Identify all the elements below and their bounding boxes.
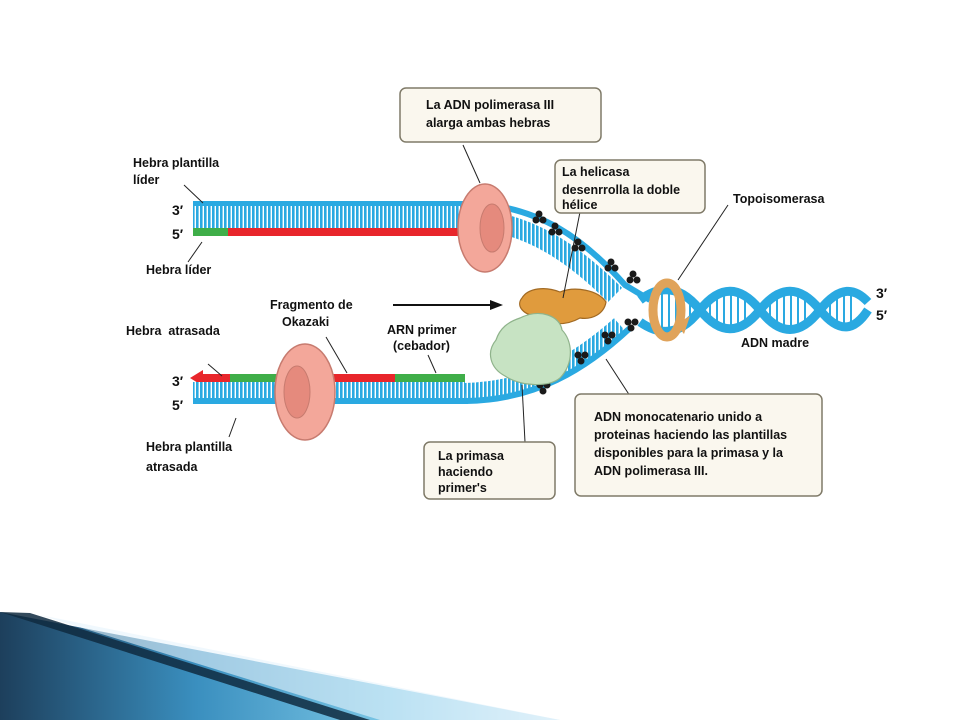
leading-new-strand <box>228 228 468 236</box>
svg-text:desenrrolla la doble: desenrrolla la doble <box>562 183 680 197</box>
svg-text:alarga ambas hebras: alarga ambas hebras <box>426 116 550 130</box>
leading-primer <box>193 228 228 236</box>
top-strand-5prime: 5′ <box>172 226 184 242</box>
top-strand-3prime: 3′ <box>172 202 184 218</box>
svg-text:líder: líder <box>133 173 160 187</box>
svg-text:proteinas haciendo las plantil: proteinas haciendo las plantillas <box>594 428 787 442</box>
svg-text:Fragmento de: Fragmento de <box>270 298 353 312</box>
right-arrow-icon <box>393 300 503 310</box>
hebra-plantilla-lider-label: Hebra plantilla líder <box>133 156 220 187</box>
svg-text:ADN polimerasa III.: ADN polimerasa III. <box>594 464 708 478</box>
hebra-lider-label: Hebra líder <box>146 263 211 277</box>
bottom-strand-3prime: 3′ <box>172 373 184 389</box>
dna-polymerase-top <box>457 183 513 273</box>
arn-primer-label: ARN primer (cebador) <box>387 323 457 353</box>
primase <box>489 313 571 386</box>
svg-text:haciendo: haciendo <box>438 465 493 479</box>
bottom-strand-5prime: 5′ <box>172 397 184 413</box>
polimerasa-callout-box <box>399 87 602 143</box>
hebra-plantilla-atrasada-label: Hebra plantilla atrasada <box>146 440 233 474</box>
helicasa-callout-box <box>554 159 706 214</box>
parent-strand-3prime: 3′ <box>876 285 888 301</box>
svg-text:Hebra plantilla: Hebra plantilla <box>146 440 233 454</box>
ssb-proteins <box>532 210 641 395</box>
monocatenario-callout-box <box>574 393 823 497</box>
svg-text:Okazaki: Okazaki <box>282 315 329 329</box>
polimerasa-label: La ADN polimerasa III alarga ambas hebra… <box>426 98 554 130</box>
monocatenario-label: ADN monocatenario unido a proteinas haci… <box>594 410 787 478</box>
svg-text:La helicasa: La helicasa <box>562 165 630 179</box>
helix-rungs <box>654 289 852 333</box>
leading-base-pairs <box>193 206 468 228</box>
svg-text:La ADN polimerasa III: La ADN polimerasa III <box>426 98 554 112</box>
parent-strand-5prime: 5′ <box>876 307 888 323</box>
svg-text:hélice: hélice <box>562 198 597 212</box>
primasa-callout-box <box>423 441 556 500</box>
lagging-new-strand-1 <box>200 374 230 382</box>
fragmento-okazaki-label: Fragmento de Okazaki <box>270 298 353 329</box>
footer-decoration <box>0 612 560 720</box>
lagging-okazaki-fragment <box>300 374 395 382</box>
svg-text:ARN primer: ARN primer <box>387 323 457 337</box>
leading-template-backbone <box>193 201 468 206</box>
primasa-label: La primasa haciendo primer's <box>438 449 505 495</box>
parent-dna-helix <box>637 285 872 336</box>
lagging-primer-2 <box>395 374 465 382</box>
svg-text:La primasa: La primasa <box>438 449 505 463</box>
svg-text:atrasada: atrasada <box>146 460 198 474</box>
hebra-atrasada-label: Hebra atrasada <box>126 324 221 338</box>
svg-text:primer's: primer's <box>438 481 487 495</box>
leader-lines <box>183 144 729 443</box>
adn-madre-label: ADN madre <box>741 336 809 350</box>
svg-text:(cebador): (cebador) <box>393 339 450 353</box>
helicasa-label: La helicasa desenrrolla la doble hélice <box>562 165 680 212</box>
topoisomerasa-label: Topoisomerasa <box>733 192 826 206</box>
lagging-primer-1 <box>230 374 300 382</box>
svg-text:Hebra plantilla: Hebra plantilla <box>133 156 220 170</box>
svg-text:disponibles para la primasa y: disponibles para la primasa y la <box>594 446 784 460</box>
topoisomerase <box>648 278 690 342</box>
svg-text:ADN monocatenario unido a: ADN monocatenario unido a <box>594 410 763 424</box>
dna-polymerase-bottom <box>274 343 336 441</box>
